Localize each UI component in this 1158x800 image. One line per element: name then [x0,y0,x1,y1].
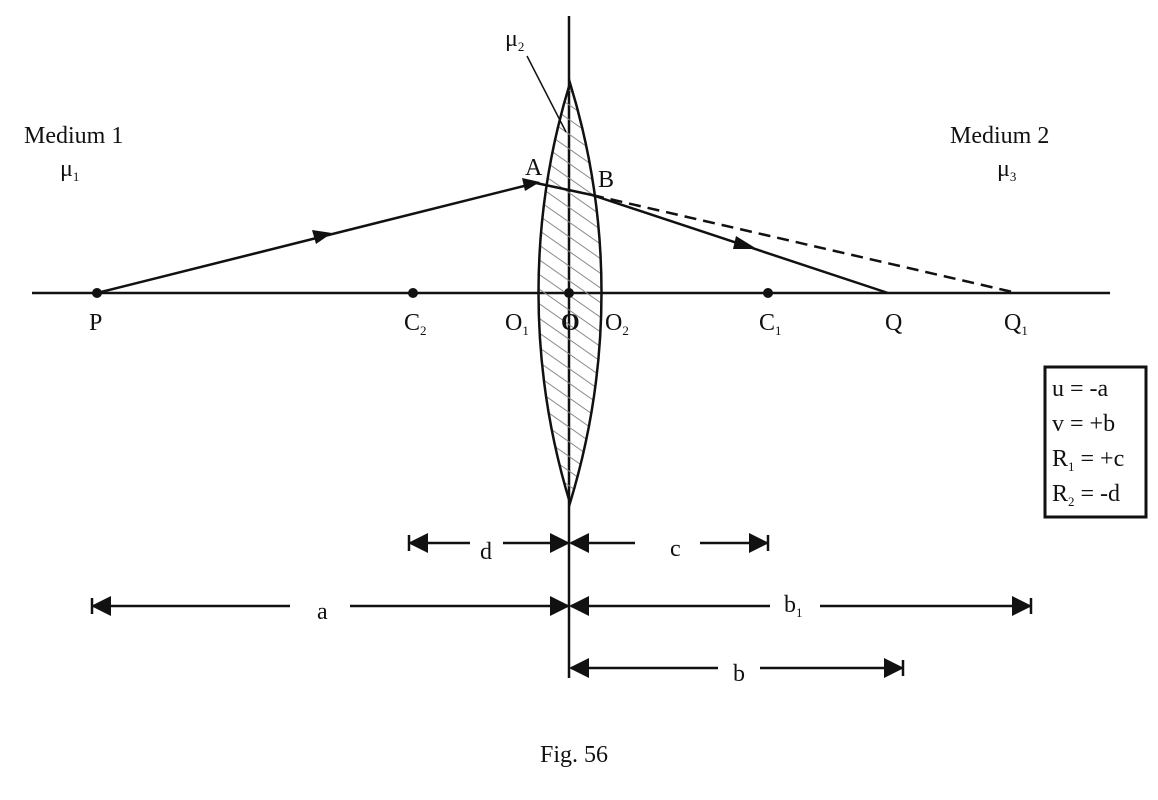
label-Q: Q [885,310,902,336]
dashed-ray-to-Q1 [591,193,1018,295]
point-C1 [763,288,773,298]
label-C2: C2 [404,310,427,338]
label-mu3: μ3 [997,156,1016,184]
label-mu1: μ1 [60,156,79,184]
label-O2: O2 [605,310,629,338]
point-O [564,288,574,298]
mu2-leader-line [526,55,567,133]
label-O: O [561,310,580,336]
ray-inside-lens [535,181,593,197]
label-C1: C1 [759,310,782,338]
legend-u: u = -a [1052,376,1109,402]
label-medium-1: Medium 1 [24,123,123,149]
label-A: A [525,155,543,181]
legend-R2: R2 = -d [1052,481,1120,509]
label-d: d [480,539,492,565]
label-Q1: Q1 [1004,310,1028,338]
label-medium-2: Medium 2 [950,123,1049,149]
label-P: P [89,310,102,336]
refracted-ray-arrow [733,236,757,249]
label-O1: O1 [505,310,529,338]
sign-convention-box [1043,365,1148,519]
label-mu2: μ2 [505,26,524,54]
ray-arrow-at-A [522,178,540,191]
point-C2 [408,288,418,298]
figure-caption: Fig. 56 [540,742,608,768]
point-P [92,288,102,298]
legend-v: v = +b [1052,411,1115,437]
label-c: c [670,536,681,562]
incident-ray-arrow [312,230,332,244]
legend-R1: R1 = +c [1052,446,1124,474]
label-b: b [733,661,745,687]
label-B: B [598,167,614,193]
label-b1: b1 [784,592,803,620]
label-a: a [317,599,328,625]
